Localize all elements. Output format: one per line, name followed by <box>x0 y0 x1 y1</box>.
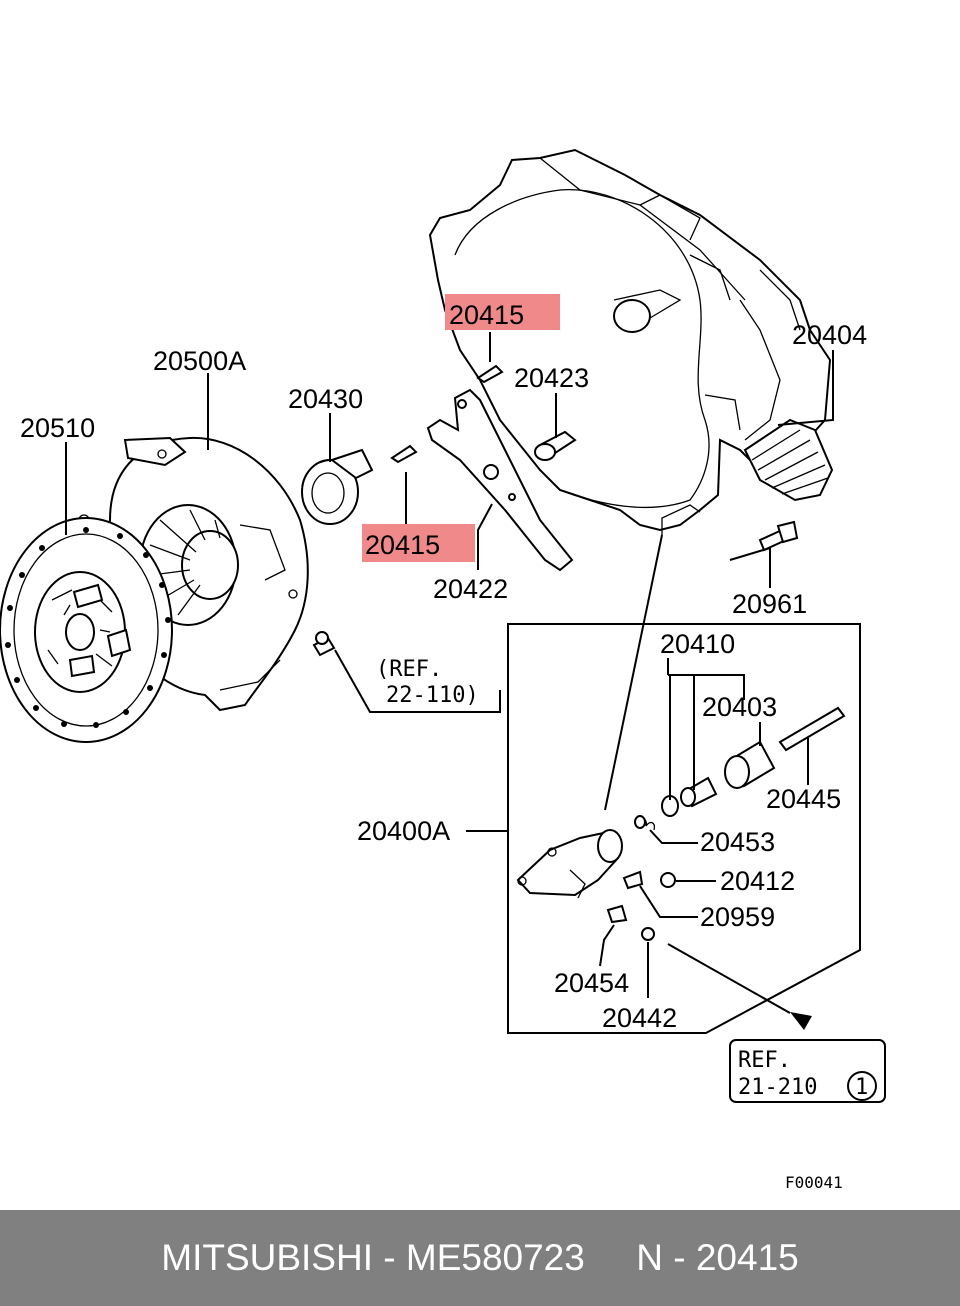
transmission-housing <box>428 148 832 535</box>
bolt-20961 <box>758 520 799 552</box>
parts-diagram: 20415 20423 20404 20500A 20430 20510 204… <box>0 148 886 1192</box>
clip-20415-top <box>476 364 504 384</box>
bleeder-20959 <box>622 870 644 890</box>
release-cylinder-box <box>507 623 861 1034</box>
label-20430: 20430 <box>288 384 363 414</box>
fitting <box>312 631 336 657</box>
label-20510: 20510 <box>20 413 95 443</box>
label-20454: 20454 <box>554 968 629 998</box>
label-20415-bottom: 20415 <box>365 530 440 560</box>
label-20423: 20423 <box>514 363 589 393</box>
dust-boot-20404 <box>743 418 834 502</box>
ref-arrow <box>667 943 812 1030</box>
label-20442: 20442 <box>602 1003 677 1033</box>
clip-20415-bottom <box>390 444 418 464</box>
label-20415-top: 20415 <box>449 300 524 330</box>
label-20412: 20412 <box>720 866 795 896</box>
release-bearing-20430 <box>301 448 374 525</box>
piston-20410 <box>661 776 718 817</box>
label-20453: 20453 <box>700 827 775 857</box>
figure-code: F00041 <box>785 1173 843 1192</box>
spring-20453 <box>634 815 656 831</box>
ref-21-210-circle-number: 1 <box>855 1075 868 1100</box>
label-20959: 20959 <box>700 902 775 932</box>
cap-20412 <box>660 872 676 888</box>
clutch-disc-20510 <box>0 517 173 743</box>
label-20422: 20422 <box>433 574 508 604</box>
footer-text: MITSUBISHI - ME580723 N - 20415 <box>161 1237 799 1278</box>
ref-21-210-circle <box>847 1071 877 1101</box>
label-20500A: 20500A <box>153 346 246 376</box>
highlight-20415-bottom <box>362 524 475 562</box>
push-rod-20445 <box>778 706 846 752</box>
ref-21-210-line1: REF. <box>738 1048 791 1073</box>
leader-lines <box>65 332 834 998</box>
ref-21-210-box <box>729 1039 886 1103</box>
label-20404: 20404 <box>792 320 867 350</box>
bushing-20442 <box>641 927 655 941</box>
label-20961: 20961 <box>732 589 807 619</box>
ref-22-110-line1: (REF. <box>376 657 442 682</box>
screw-20454 <box>606 904 628 924</box>
ref-22-110-line2: 22-110) <box>386 683 479 708</box>
connector-line <box>604 534 663 811</box>
boot-20403 <box>724 740 776 789</box>
highlight-20415-top <box>445 294 560 330</box>
release-fork-20422 <box>426 388 574 572</box>
release-cylinder-20400A <box>516 829 623 899</box>
label-20410: 20410 <box>660 629 735 659</box>
label-20400A: 20400A <box>357 816 450 846</box>
ref-21-210-line2: 21-210 <box>738 1075 817 1100</box>
label-20445: 20445 <box>766 784 841 814</box>
footer-banner: MITSUBISHI - ME580723 N - 20415 <box>0 1210 960 1306</box>
label-20403: 20403 <box>702 692 777 722</box>
